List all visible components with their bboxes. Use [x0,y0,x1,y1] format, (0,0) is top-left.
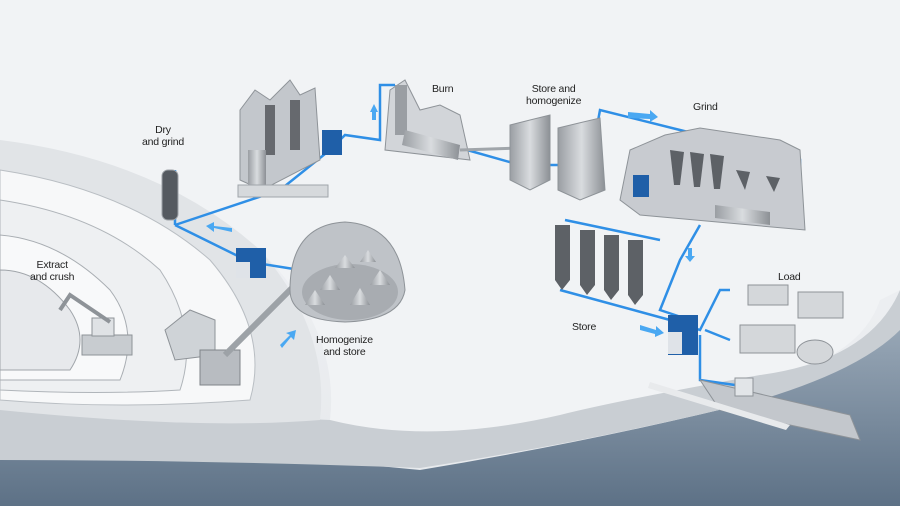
arrow-right-icon [640,325,664,337]
arrow-down-icon [685,248,695,262]
label-load: Load [778,271,801,283]
label-burn: Burn [432,83,454,95]
label-line: Extract [36,259,68,271]
label-line: Load [778,271,801,283]
label-line: Dry [155,124,171,136]
kiln [384,79,521,161]
label-line: homogenize [526,95,582,107]
label-line: Store [572,321,597,333]
crusher [164,277,303,386]
label-line: Homogenize [316,334,373,346]
arrow-right-icon [628,110,658,122]
label-grind: Grind [693,101,718,113]
cement-mill-building [619,127,806,231]
control-cabinet [236,248,266,278]
label-line: and crush [30,271,75,283]
cement-silos [555,225,698,355]
excavator [58,292,133,356]
dryer [161,169,179,221]
shore-edge [0,290,900,468]
arrow-up-right-icon [280,330,296,348]
arrow-up-icon [370,104,378,120]
label-store: Store [572,321,596,333]
clinker-silos [509,114,606,201]
flow-arrows [206,104,695,348]
trucks [739,284,844,365]
arrow-left-icon [206,222,232,232]
control-cabinet [322,130,342,155]
ship [648,377,861,441]
label-line: Grind [693,101,718,113]
label-line: and store [323,346,366,358]
homogenizing-dome [289,221,406,323]
label-line: Store and [531,83,576,95]
raw-mill-building [237,79,342,198]
label-line: and grind [142,136,184,148]
label-line: Burn [432,83,454,95]
